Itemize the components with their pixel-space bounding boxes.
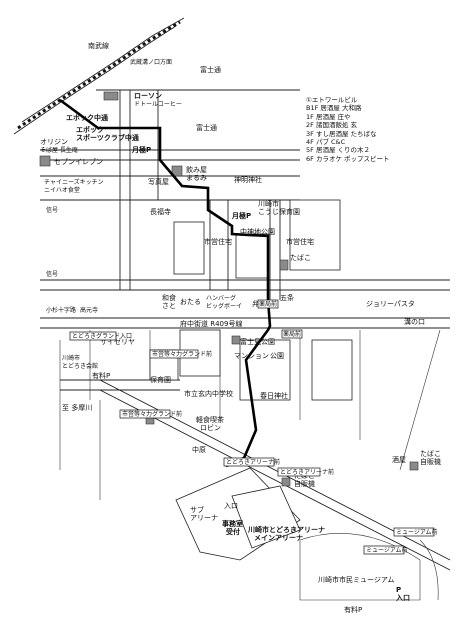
label-hamburger: ハンバーグ bbox=[206, 294, 236, 302]
label-otaru: おたる bbox=[180, 298, 201, 306]
label-fujimi: 富士通 bbox=[196, 123, 217, 132]
legend-floor-3: 3F すし居酒屋 たちばな bbox=[306, 129, 377, 138]
map-legend: ①エトワールビル B1F 居酒屋 大和路 1F 居酒屋 庄や 2F 諸国酒飯処 … bbox=[306, 96, 446, 163]
label-museum-stop-2: ミュージアム前 bbox=[366, 546, 407, 554]
label-fuhou-kosha: 富士見公園 bbox=[240, 337, 275, 346]
label-fujimi-top: 富士通 bbox=[200, 65, 221, 74]
label-yuryo-p: 有料P bbox=[92, 371, 110, 380]
label-hoiku-p: 保育園 bbox=[150, 375, 171, 384]
label-photo: 写真屋 bbox=[148, 177, 169, 186]
blocks bbox=[39, 91, 419, 487]
label-museum-stop: ミュージアム前 bbox=[396, 528, 437, 536]
walking-route bbox=[59, 98, 272, 468]
label-iriguchi: 入口 bbox=[224, 502, 238, 510]
legend-floor-2: 2F 諸国酒飯処 玄 bbox=[306, 121, 358, 130]
label-hoikuen-2: こうじ保育園 bbox=[258, 207, 300, 216]
label-goka: 五条 bbox=[280, 293, 294, 302]
label-grand-stop: とどろきアリーナ前 bbox=[226, 458, 280, 466]
map-labels: 南武線 武蔵溝ノ口方面 富士通 ローソン ドトールコーヒー エポック中通 エポッ… bbox=[40, 41, 441, 614]
roads bbox=[40, 89, 451, 571]
label-epoch: エポック bbox=[76, 125, 104, 134]
label-koen: 公園 bbox=[270, 352, 284, 360]
label-marumi-2: まるみ bbox=[186, 174, 207, 182]
label-sub-arena: サブ bbox=[190, 505, 204, 514]
label-uketsuke: 受付 bbox=[226, 527, 240, 536]
label-epoch-2: スポーツクラブ中通 bbox=[76, 133, 140, 142]
label-yakatakyu: 薬局前 bbox=[259, 300, 277, 308]
label-tabako-2b: 自販機 bbox=[294, 479, 315, 488]
legend-floor-1: 1F 居酒屋 庄や bbox=[306, 112, 351, 121]
label-museum: 川崎市市民ミュージアム bbox=[318, 575, 394, 584]
label-main-arena-2: メインアリーナ bbox=[254, 534, 303, 542]
label-kawasaki-ku-2: とどろき会館 bbox=[62, 362, 98, 370]
label-shingo-1: 信号 bbox=[46, 206, 58, 214]
label-chinese: チャイニーズキッチン bbox=[44, 178, 104, 186]
label-marumi: 飲み屋 bbox=[186, 165, 207, 174]
label-epoch-chudoori: エポック中通 bbox=[66, 113, 109, 122]
label-sub-arena-2: アリーナ bbox=[190, 514, 218, 522]
label-tabako-3b: 自販機 bbox=[420, 457, 441, 466]
label-shingo-2: 信号 bbox=[46, 270, 58, 278]
label-minami-musashi: 南武線 bbox=[88, 41, 109, 50]
legend-floor-6: 6F カラオケ ポップスピート bbox=[306, 154, 390, 163]
label-fuchu-kaido: 府中街道 R409号線 bbox=[180, 319, 242, 328]
legend-floor-4: 4F パブ C&C bbox=[306, 138, 346, 147]
label-bigboy: ビッグボーイ bbox=[206, 302, 242, 310]
label-shiei-2: 市営住宅 bbox=[286, 237, 314, 246]
label-kasugajinja: 春日神社 bbox=[260, 391, 288, 400]
label-grand-stop-2: とどろきアリーナ前 bbox=[280, 468, 334, 476]
label-musashi: 武蔵溝ノ口方面 bbox=[130, 58, 172, 66]
label-museum-p-label: 入口 bbox=[395, 594, 410, 602]
label-lawson: ローソン bbox=[134, 92, 162, 100]
label-shieisen-2: 市営等々力グランド前 bbox=[122, 410, 182, 418]
label-chokiji: 長福寺 bbox=[150, 207, 171, 216]
label-todoroki-grand-stop: とどろきグランド入口 bbox=[72, 332, 132, 340]
label-kawasaki-ku: 川崎市 bbox=[62, 354, 80, 362]
label-mansion: マンション bbox=[234, 352, 269, 360]
label-nakasatosawa-2: さと bbox=[162, 302, 176, 310]
label-tsukiten: 月極P bbox=[131, 145, 151, 154]
label-shieisen: 市営等々力グランド前 bbox=[152, 350, 212, 358]
label-mizonokuchi: 溝の口 bbox=[404, 317, 425, 326]
label-shirashuka: 軽食喫茶 bbox=[196, 415, 224, 424]
label-doutor: ドトールコーヒー bbox=[134, 101, 182, 108]
railway bbox=[13, 17, 185, 135]
label-tabako-1: たばこ bbox=[290, 253, 311, 262]
legend-title: ①エトワールビル bbox=[306, 96, 358, 104]
label-yakatakyu-2: 薬局前 bbox=[283, 330, 301, 338]
label-kosugi-jujiro: 小杉十字路 bbox=[46, 306, 76, 314]
label-soba: そば屋 長生庵 bbox=[40, 146, 78, 154]
label-shinmei: 神明神社 bbox=[234, 175, 262, 184]
label-yuryo-p-3: 有料P bbox=[344, 605, 362, 614]
label-chinese-2: ニイハオ食堂 bbox=[44, 186, 80, 194]
label-nishikase: 酒屋 bbox=[392, 456, 406, 464]
legend-floor-b1: B1F 居酒屋 大和路 bbox=[306, 104, 362, 113]
bus-stop-labels: とどろきグランド入口 市営等々力グランド前 市営等々力グランド前 とどろきアリー… bbox=[69, 299, 437, 555]
legend-floor-5: 5F 居酒屋 くりの木２ bbox=[306, 146, 371, 155]
todoroki-arena bbox=[175, 467, 439, 601]
label-kosugi-dai: 高元寺 bbox=[80, 306, 98, 314]
label-jimu: 事務室 bbox=[222, 519, 243, 528]
label-museum-p: P bbox=[396, 586, 401, 594]
label-nakajinchi: 中神地公園 bbox=[240, 227, 275, 236]
label-main-arena: 川崎市とどろきアリーナ bbox=[247, 525, 325, 534]
label-tamagawa: 至 多摩川 bbox=[62, 403, 92, 412]
label-origin: オリジン bbox=[40, 138, 68, 146]
label-fujimi-kosha: 中原 bbox=[192, 445, 206, 454]
label-nakasatosawa: 和食 bbox=[162, 293, 176, 302]
label-tabako-3: たばこ bbox=[420, 449, 441, 458]
label-shiei-1: 市営住宅 bbox=[204, 237, 232, 246]
label-saizeriya: サイゼリヤ bbox=[100, 337, 135, 346]
label-seven: セブンイレブン bbox=[54, 157, 103, 166]
label-jolly: ジョリーパスタ bbox=[366, 299, 415, 308]
label-shirashuka-2: ロビン bbox=[200, 423, 221, 432]
label-ichiritsu: 市立玄内中学校 bbox=[184, 389, 233, 398]
label-hoikuen: 川崎市 bbox=[258, 199, 279, 208]
label-tsukiten-2: 月極P bbox=[231, 211, 251, 220]
